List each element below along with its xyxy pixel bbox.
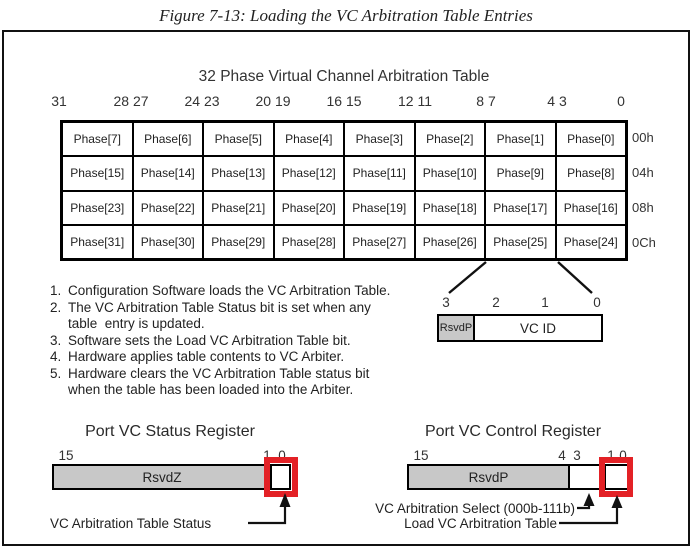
step-item: 4. Hardware applies table contents to VC…: [50, 349, 455, 366]
step-number: 4.: [50, 349, 62, 364]
status-bit-label: 0: [278, 448, 286, 463]
bit-label: 12 11: [398, 93, 432, 109]
step-item: 1. Configuration Software loads the VC A…: [50, 283, 455, 300]
phase-cell: Phase[9]: [485, 156, 556, 191]
bit-label: 4 3: [547, 93, 567, 109]
bit-label: 31: [51, 93, 67, 109]
step-item: 3. Software sets the Load VC Arbitration…: [50, 333, 455, 350]
phase-cell: Phase[20]: [273, 190, 344, 225]
phase-cell: Phase[19]: [344, 190, 415, 225]
step-number: 3.: [50, 332, 62, 348]
phase-cell: Phase[12]: [273, 156, 344, 191]
step-text: Configuration Software loads the VC Arbi…: [68, 283, 391, 298]
status-register-bar: RsvdZ: [52, 464, 291, 490]
phase-cell: Phase[29]: [203, 224, 274, 259]
entry-field-box: RsvdP VC ID: [437, 314, 603, 342]
phase-cell: Phase[1]: [485, 122, 556, 157]
status-bit0-cell: [272, 466, 289, 488]
bit-label: 24 23: [184, 93, 220, 109]
phase-cell: Phase[14]: [132, 156, 203, 191]
control-register-bar: RsvdP: [407, 464, 629, 490]
status-bit-label: 1: [263, 448, 271, 463]
control-register-title: Port VC Control Register: [424, 423, 602, 440]
step-text: The VC Arbitration Table Status bit is s…: [68, 299, 371, 332]
phase-cell: Phase[23]: [62, 190, 133, 225]
control-bit-label: 3: [573, 448, 581, 463]
phase-cell: Phase[6]: [132, 122, 203, 157]
phase-cell: Phase[13]: [203, 156, 274, 191]
phase-cell: Phase[27]: [344, 224, 415, 259]
select-callout-label: VC Arbitration Select (000b-111b): [375, 501, 575, 516]
phase-cell: Phase[17]: [485, 190, 556, 225]
rsvdz-field: RsvdZ: [54, 466, 272, 488]
arb-table-heading: 32 Phase Virtual Channel Arbitration Tab…: [198, 68, 490, 85]
vc-arb-select-cell: [570, 466, 606, 488]
control-bit-label: 15: [413, 448, 429, 463]
phase-cell: Phase[31]: [62, 224, 133, 259]
phase-cell: Phase[2]: [414, 122, 485, 157]
phase-cell: Phase[30]: [132, 224, 203, 259]
status-register-title: Port VC Status Register: [85, 423, 255, 440]
bit-label: 8 7: [476, 93, 496, 109]
status-callout-label: VC Arbitration Table Status: [50, 516, 212, 531]
row-address: 08h: [632, 200, 654, 215]
bit-label: 20 19: [255, 93, 291, 109]
bit-label: 16 15: [326, 93, 362, 109]
figure-title: Figure 7-13: Loading the VC Arbitration …: [159, 6, 533, 25]
bit-label: 28 27: [113, 93, 149, 109]
step-text: Hardware applies table contents to VC Ar…: [68, 349, 345, 364]
control-bit0-highlight: [599, 457, 633, 497]
rsvdp-field-control: RsvdP: [409, 466, 570, 488]
step-text: Software sets the Load VC Arbitration Ta…: [68, 332, 351, 348]
procedure-steps: 1. Configuration Software loads the VC A…: [50, 283, 455, 399]
row-address: 0Ch: [632, 235, 656, 250]
entry-bit-label: 0: [593, 295, 601, 310]
load-callout-label: Load VC Arbitration Table: [404, 516, 557, 531]
step-number: 5.: [50, 365, 62, 381]
control-bit0-cell: [606, 466, 627, 488]
bit-label: 0: [617, 93, 625, 109]
control-bit-label: 4: [558, 448, 566, 463]
phase-cell: Phase[24]: [555, 224, 626, 259]
phase-cell: Phase[11]: [344, 156, 415, 191]
phase-cell: Phase[3]: [344, 122, 415, 157]
step-item: 5. Hardware clears the VC Arbitration Ta…: [50, 366, 455, 399]
phase-cell: Phase[10]: [414, 156, 485, 191]
step-number: 1.: [50, 283, 62, 298]
phase-cell: Phase[15]: [62, 156, 133, 191]
control-bit-label: 0: [619, 448, 627, 463]
rsvdp-field: RsvdP: [439, 316, 475, 340]
phase-cell: Phase[26]: [414, 224, 485, 259]
phase-cell: Phase[18]: [414, 190, 485, 225]
phase-cell: Phase[7]: [62, 122, 133, 157]
phase-cell: Phase[8]: [555, 156, 626, 191]
step-number: 2.: [50, 299, 62, 315]
phase-cell: Phase[28]: [273, 224, 344, 259]
phase-cell: Phase[16]: [555, 190, 626, 225]
entry-bit-label: 1: [541, 295, 549, 310]
row-address: 00h: [632, 130, 654, 145]
phase-cell: Phase[4]: [273, 122, 344, 157]
phase-cell: Phase[0]: [555, 122, 626, 157]
phase-cell: Phase[25]: [485, 224, 556, 259]
step-item: 2. The VC Arbitration Table Status bit i…: [50, 300, 455, 333]
step-text: Hardware clears the VC Arbitration Table…: [68, 365, 370, 398]
row-address: 04h: [632, 165, 654, 180]
arbitration-table: Phase[7] Phase[6] Phase[5] Phase[4] Phas…: [60, 120, 628, 261]
status-bit-label: 15: [58, 448, 74, 463]
status-bit0-highlight: [264, 457, 298, 497]
phase-cell: Phase[22]: [132, 190, 203, 225]
phase-cell: Phase[5]: [203, 122, 274, 157]
phase-cell: Phase[21]: [203, 190, 274, 225]
entry-bit-label: 2: [492, 295, 500, 310]
control-bit-label: 1: [607, 448, 615, 463]
vcid-field: VC ID: [519, 320, 556, 336]
entry-bit-label: 3: [442, 295, 450, 310]
